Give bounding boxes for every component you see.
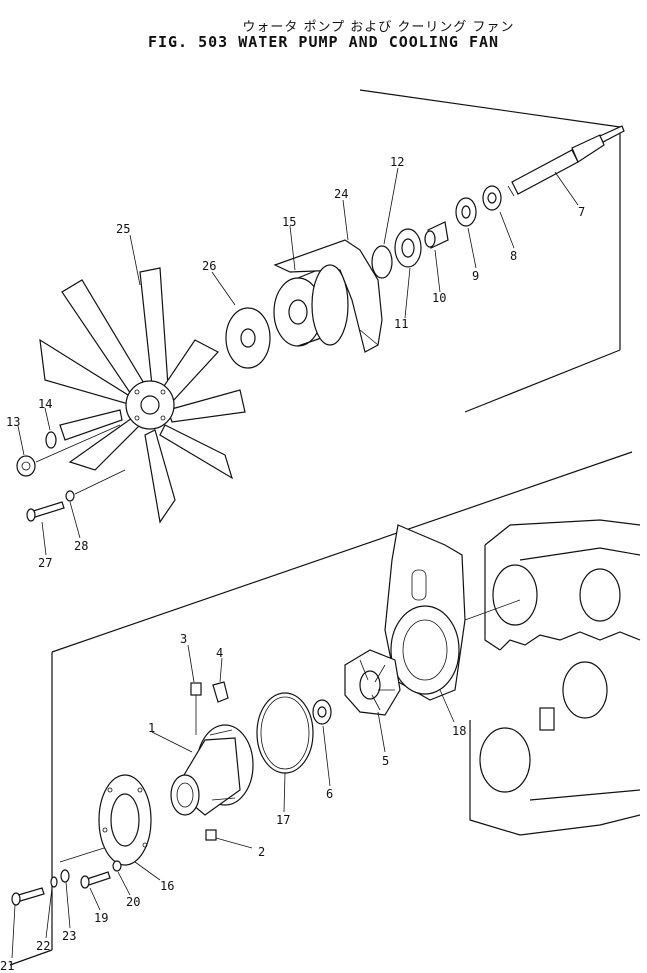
callout-14: 14	[38, 397, 52, 411]
pump-body	[170, 724, 254, 816]
pump-cover-plate	[384, 524, 521, 701]
callout-6: 6	[326, 787, 333, 801]
leader-lines	[11, 167, 579, 959]
callout-5: 5	[382, 754, 389, 768]
bolt-and-washer	[26, 469, 126, 522]
callout-20: 20	[126, 895, 140, 909]
title-japanese: ウォータ ポンプ および クーリング ファン	[242, 20, 515, 35]
fan-pulley	[225, 307, 271, 369]
callout-8: 8	[510, 249, 517, 263]
callout-15: 15	[282, 215, 296, 229]
pump-bracket	[273, 239, 383, 353]
callout-24: 24	[334, 187, 348, 201]
callout-2: 2	[258, 845, 265, 859]
callout-13: 13	[6, 415, 20, 429]
bolt-19-and-washer-20	[80, 860, 122, 889]
callout-3: 3	[180, 632, 187, 646]
bearing-small	[455, 197, 477, 227]
bearing	[394, 228, 422, 268]
callout-21: 21	[0, 959, 14, 973]
callout-25: 25	[116, 222, 130, 236]
callout-4: 4	[216, 646, 223, 660]
impeller	[344, 649, 401, 716]
callout-12: 12	[390, 155, 404, 169]
bolt-21-and-washers	[11, 869, 70, 906]
callout-27: 27	[38, 556, 52, 570]
callout-22: 22	[36, 939, 50, 953]
callout-26: 26	[202, 259, 216, 273]
cooling-fan	[39, 267, 246, 524]
upper-boundary-lines	[359, 89, 621, 413]
callout-10: 10	[432, 291, 446, 305]
callout-19: 19	[94, 911, 108, 925]
callout-9: 9	[472, 269, 479, 283]
callout-1: 1	[148, 721, 155, 735]
plug	[190, 682, 202, 735]
callout-labels: 1 2 3 4 5 6 7 8 9 10 11 12 13 14 15 16 1…	[0, 155, 585, 973]
callout-17: 17	[276, 813, 290, 827]
callout-11: 11	[394, 317, 408, 331]
callout-18: 18	[452, 724, 466, 738]
lower-boundary-lines	[9, 451, 633, 966]
spacer	[424, 221, 449, 249]
nut-and-washer	[16, 424, 121, 477]
snap-ring	[371, 245, 393, 279]
engine-block	[469, 519, 641, 836]
oil-seal	[482, 185, 502, 211]
flange-gasket	[59, 774, 152, 866]
elbow-fitting	[212, 681, 229, 703]
callout-23: 23	[62, 929, 76, 943]
callout-7: 7	[578, 205, 585, 219]
callout-28: 28	[74, 539, 88, 553]
pump-shaft	[507, 125, 625, 197]
callout-16: 16	[160, 879, 174, 893]
figure-title: FIG. 503 WATER PUMP AND COOLING FAN	[147, 33, 500, 51]
drain-plug	[205, 829, 253, 849]
o-ring	[256, 692, 314, 774]
water-seal	[312, 699, 332, 725]
